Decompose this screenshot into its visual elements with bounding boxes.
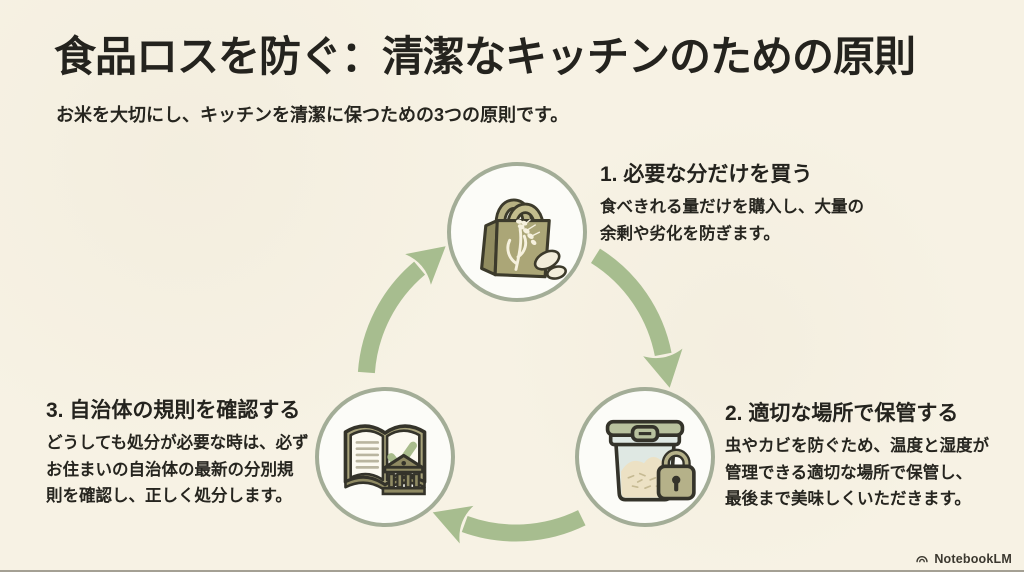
notebooklm-branding: NotebookLM [915, 552, 1012, 566]
step-2-description: 虫やカビを防ぐため、温度と湿度が 管理できる適切な場所で保管し、 最後まで美味し… [725, 437, 989, 509]
step-3-description: どうしても処分が必要な時は、必ず お住まいの自治体の最新の分別規 則を確認し、正… [46, 434, 309, 506]
step-1: 1. 必要な分だけを買う 食べきれる量だけを購入し、大量の 余剰や劣化を防ぎます… [600, 158, 920, 247]
node-store-properly [575, 387, 715, 527]
step-2-title: 2. 適切な場所で保管する [725, 402, 959, 425]
cycle-arrow-left-to-top [357, 246, 446, 374]
step-1-title: 1. 必要な分だけを買う [600, 163, 813, 186]
cycle-arrow-top-to-right [590, 248, 683, 388]
node-check-municipal-rules [315, 387, 455, 527]
node-buy-only-needed [447, 162, 587, 302]
shopping-bag-rice-icon [480, 198, 567, 280]
rice-container-lock-icon [605, 419, 696, 502]
step-3: 3. 自治体の規則を確認する どうしても処分が必要な時は、必ず お住まいの自治体… [46, 394, 346, 510]
step-2: 2. 適切な場所で保管する 虫やカビを防ぐため、温度と湿度が 管理できる適切な場… [725, 397, 1021, 513]
page-title: 食品ロスを防ぐ：清潔なキッチンのための原則 [54, 33, 916, 80]
rulebook-building-check-icon [343, 424, 427, 496]
step-1-description: 食べきれる量だけを購入し、大量の 余剰や劣化を防ぎます。 [600, 198, 864, 243]
cycle-arrow-right-to-left [432, 505, 586, 544]
notebooklm-logo-icon [916, 556, 928, 563]
notebooklm-logo-text: NotebookLM [934, 552, 1012, 566]
page-subtitle: お米を大切にし、キッチンを清潔に保つための3つの原則です。 [56, 105, 569, 125]
step-3-title: 3. 自治体の規則を確認する [46, 399, 301, 422]
